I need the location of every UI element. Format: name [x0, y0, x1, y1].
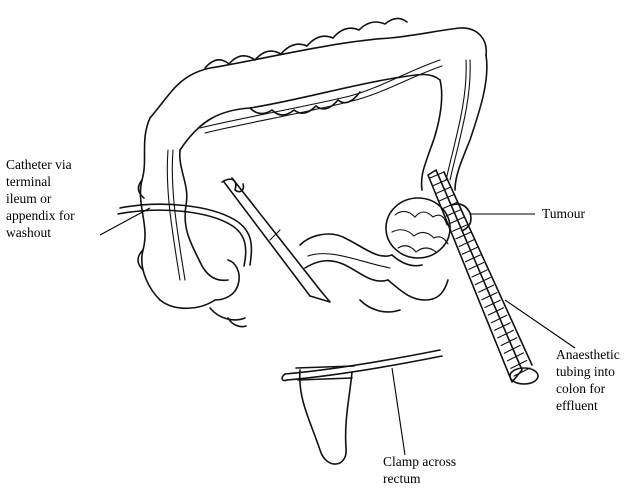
rectum — [296, 366, 354, 464]
clamp-leader — [392, 368, 405, 455]
tubing-label: Anaesthetic tubing into colon for efflue… — [556, 346, 620, 414]
anaesthetic-tubing — [428, 170, 538, 384]
tumour-label: Tumour — [542, 205, 585, 222]
catheter-label: Catheter via terminal ileum or appendix … — [6, 156, 75, 241]
rectal-clamp — [282, 350, 442, 381]
clamp-label: Clamp across rectum — [383, 453, 456, 487]
tubing-leader — [505, 300, 575, 348]
ascending-colon — [138, 118, 246, 327]
